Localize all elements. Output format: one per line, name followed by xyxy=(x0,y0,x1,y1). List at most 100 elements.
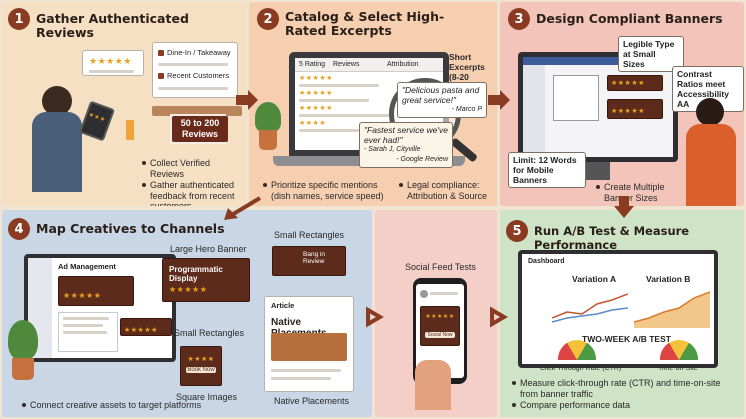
social-feed-panel: Social Feed Tests ★★★★★ Social Now xyxy=(375,210,497,417)
step-2-bullets: Prioritize specific mentions (dish names… xyxy=(263,180,393,202)
step-3-header: 3 Design Compliant Banners xyxy=(508,8,723,30)
step-2-header: 2 Catalog & Select High-Rated Excerpts xyxy=(257,8,455,38)
arrow-right-icon xyxy=(236,90,258,110)
step-1-header: 1 Gather Authenticated Reviews xyxy=(8,8,246,40)
social-cta: Social Now xyxy=(425,332,455,338)
person-body xyxy=(32,112,82,192)
star-rating: ★★★★★ xyxy=(89,57,132,67)
step-title: Run A/B Test & Measure Performance xyxy=(534,224,690,252)
review-count-badge: 50 to 200 Reviews xyxy=(172,116,228,142)
step-5-bullets: Measure click-through rate (CTR) and tim… xyxy=(512,378,740,412)
plant-icon xyxy=(255,102,281,132)
bullet: Measure click-through rate (CTR) and tim… xyxy=(512,378,740,399)
square-label: Square Images xyxy=(176,392,238,402)
step-4-header: 4 Map Creatives to Channels xyxy=(8,218,225,240)
design-canvas: ★★★★★ ★★★★★ xyxy=(523,57,673,157)
small-rect-banner-2: ★★★★★ xyxy=(120,318,172,336)
person-body xyxy=(686,124,736,206)
step-number: 4 xyxy=(8,218,30,240)
native-label: Native Placements xyxy=(274,396,350,406)
tablet-icon: ★★★ xyxy=(78,100,116,142)
arrow-right-icon xyxy=(490,306,508,328)
small-rect-label: Small Rectangles xyxy=(274,230,345,240)
step-3-bullets: Create Multiple Banner Sizes xyxy=(596,182,686,204)
step-3-panel: 3 Design Compliant Banners ★★★★★ ★★★★★ L… xyxy=(500,2,744,206)
step-2-panel: 2 Catalog & Select High-Rated Excerpts 5… xyxy=(249,2,497,206)
hero-label: Large Hero Banner xyxy=(170,244,247,254)
step-4-bullets: Connect creative assets to target platfo… xyxy=(22,400,262,412)
ctr-gauge-icon xyxy=(558,340,596,360)
preview-box xyxy=(58,312,118,352)
step-number: 1 xyxy=(8,8,30,30)
column-header: 5 Rating xyxy=(299,61,326,68)
small-rect-cta: Bang in Review xyxy=(303,251,326,265)
ad-management-label: Ad Management xyxy=(58,262,116,271)
filter-card: Dine-In / Takeaway Recent Customers xyxy=(152,42,238,98)
step-number: 2 xyxy=(257,8,279,30)
step-2-bullets-right: Legal compliance: Attribution & Source xyxy=(399,180,495,202)
step-title: Design Compliant Banners xyxy=(536,11,723,26)
table xyxy=(152,106,242,116)
step-1-panel: 1 Gather Authenticated Reviews ★★★★★ Din… xyxy=(2,2,246,206)
hand xyxy=(415,360,451,410)
square-banner: ★★★★ Book Now xyxy=(180,346,222,386)
bullet: Prioritize specific mentions (dish names… xyxy=(263,180,393,201)
drink-icon xyxy=(126,120,134,140)
banner-preview: ★★★★★ xyxy=(607,99,663,119)
ab-test-label: TWO-WEEK A/B TEST xyxy=(582,334,671,344)
quote-2: "Fastest service we've ever had!" - Sara… xyxy=(359,122,453,168)
person-head xyxy=(42,86,72,116)
filter-item: Dine-In / Takeaway xyxy=(167,48,231,57)
step-title: Map Creatives to Channels xyxy=(36,221,225,236)
limit-callout: Limit: 12 Words for Mobile Banners xyxy=(508,152,586,188)
step-title: Gather Authenticated Reviews xyxy=(36,11,189,40)
step-5-header: 5 Run A/B Test & Measure Performance xyxy=(506,220,744,252)
plant-pot xyxy=(259,130,277,150)
dashboard-label: Dashboard xyxy=(528,258,565,265)
small-rect-label-2: Small Rectangles xyxy=(174,328,245,338)
quote-text: "Delicious pasta and great service!" xyxy=(402,85,480,105)
step-5-panel: 5 Run A/B Test & Measure Performance Das… xyxy=(500,210,744,417)
quote-1: "Delicious pasta and great service!" - M… xyxy=(397,82,487,118)
hero-text: Programmatic Display xyxy=(169,265,223,283)
step-title: Catalog & Select High-Rated Excerpts xyxy=(285,9,445,38)
monitor-stand xyxy=(586,162,610,180)
chart-a xyxy=(552,293,628,323)
social-title: Social Feed Tests xyxy=(405,262,476,272)
quote-text: "Fastest service we've ever had!" xyxy=(364,125,448,145)
bullet: Compare performance data xyxy=(512,400,740,411)
tos-gauge-icon xyxy=(660,340,698,360)
column-header: Reviews xyxy=(333,61,360,68)
variation-b: Variation B xyxy=(646,274,691,284)
step-number: 5 xyxy=(506,220,528,242)
chart-b xyxy=(634,291,710,328)
column-header: Attribution xyxy=(387,61,419,68)
person-head xyxy=(696,98,724,126)
article-label: Article xyxy=(271,301,295,310)
quote-attribution: - Sarah J, Cityville xyxy=(364,146,421,153)
bullet: Connect creative assets to target platfo… xyxy=(22,400,262,411)
bullet: Legal compliance: Attribution & Source xyxy=(399,180,495,201)
filter-item: Recent Customers xyxy=(167,71,230,80)
step-4-panel: 4 Map Creatives to Channels Ad Managemen… xyxy=(2,210,372,417)
square-cta: Book Now xyxy=(186,367,216,373)
bullet: Create Multiple Banner Sizes xyxy=(596,182,686,203)
step-number: 3 xyxy=(508,8,530,30)
arrow-down-left-icon xyxy=(224,196,262,220)
bullet: Gather authenticated feedback from recen… xyxy=(142,180,242,206)
quote-attribution: - Marco P xyxy=(451,106,482,113)
monitor: ★★★★★ ★★★★★ xyxy=(518,52,678,162)
banner-preview: ★★★★★ xyxy=(607,75,663,91)
banner-thumb: ★★★★★ xyxy=(58,276,134,306)
native-image xyxy=(271,333,347,361)
plant-icon xyxy=(8,320,38,360)
banner-placeholder xyxy=(553,75,599,121)
bullet: Collect Verified Reviews xyxy=(142,158,242,179)
plant-pot xyxy=(12,358,34,380)
article-card: Article Native Placements xyxy=(264,296,354,392)
social-banner: ★★★★★ Social Now xyxy=(420,306,460,346)
arrow-down-icon xyxy=(614,196,634,218)
small-rect-banner: Bang in Review xyxy=(272,246,346,276)
arrow-right-icon xyxy=(366,306,384,328)
hero-banner: Programmatic Display ★★★★★ xyxy=(162,258,250,302)
